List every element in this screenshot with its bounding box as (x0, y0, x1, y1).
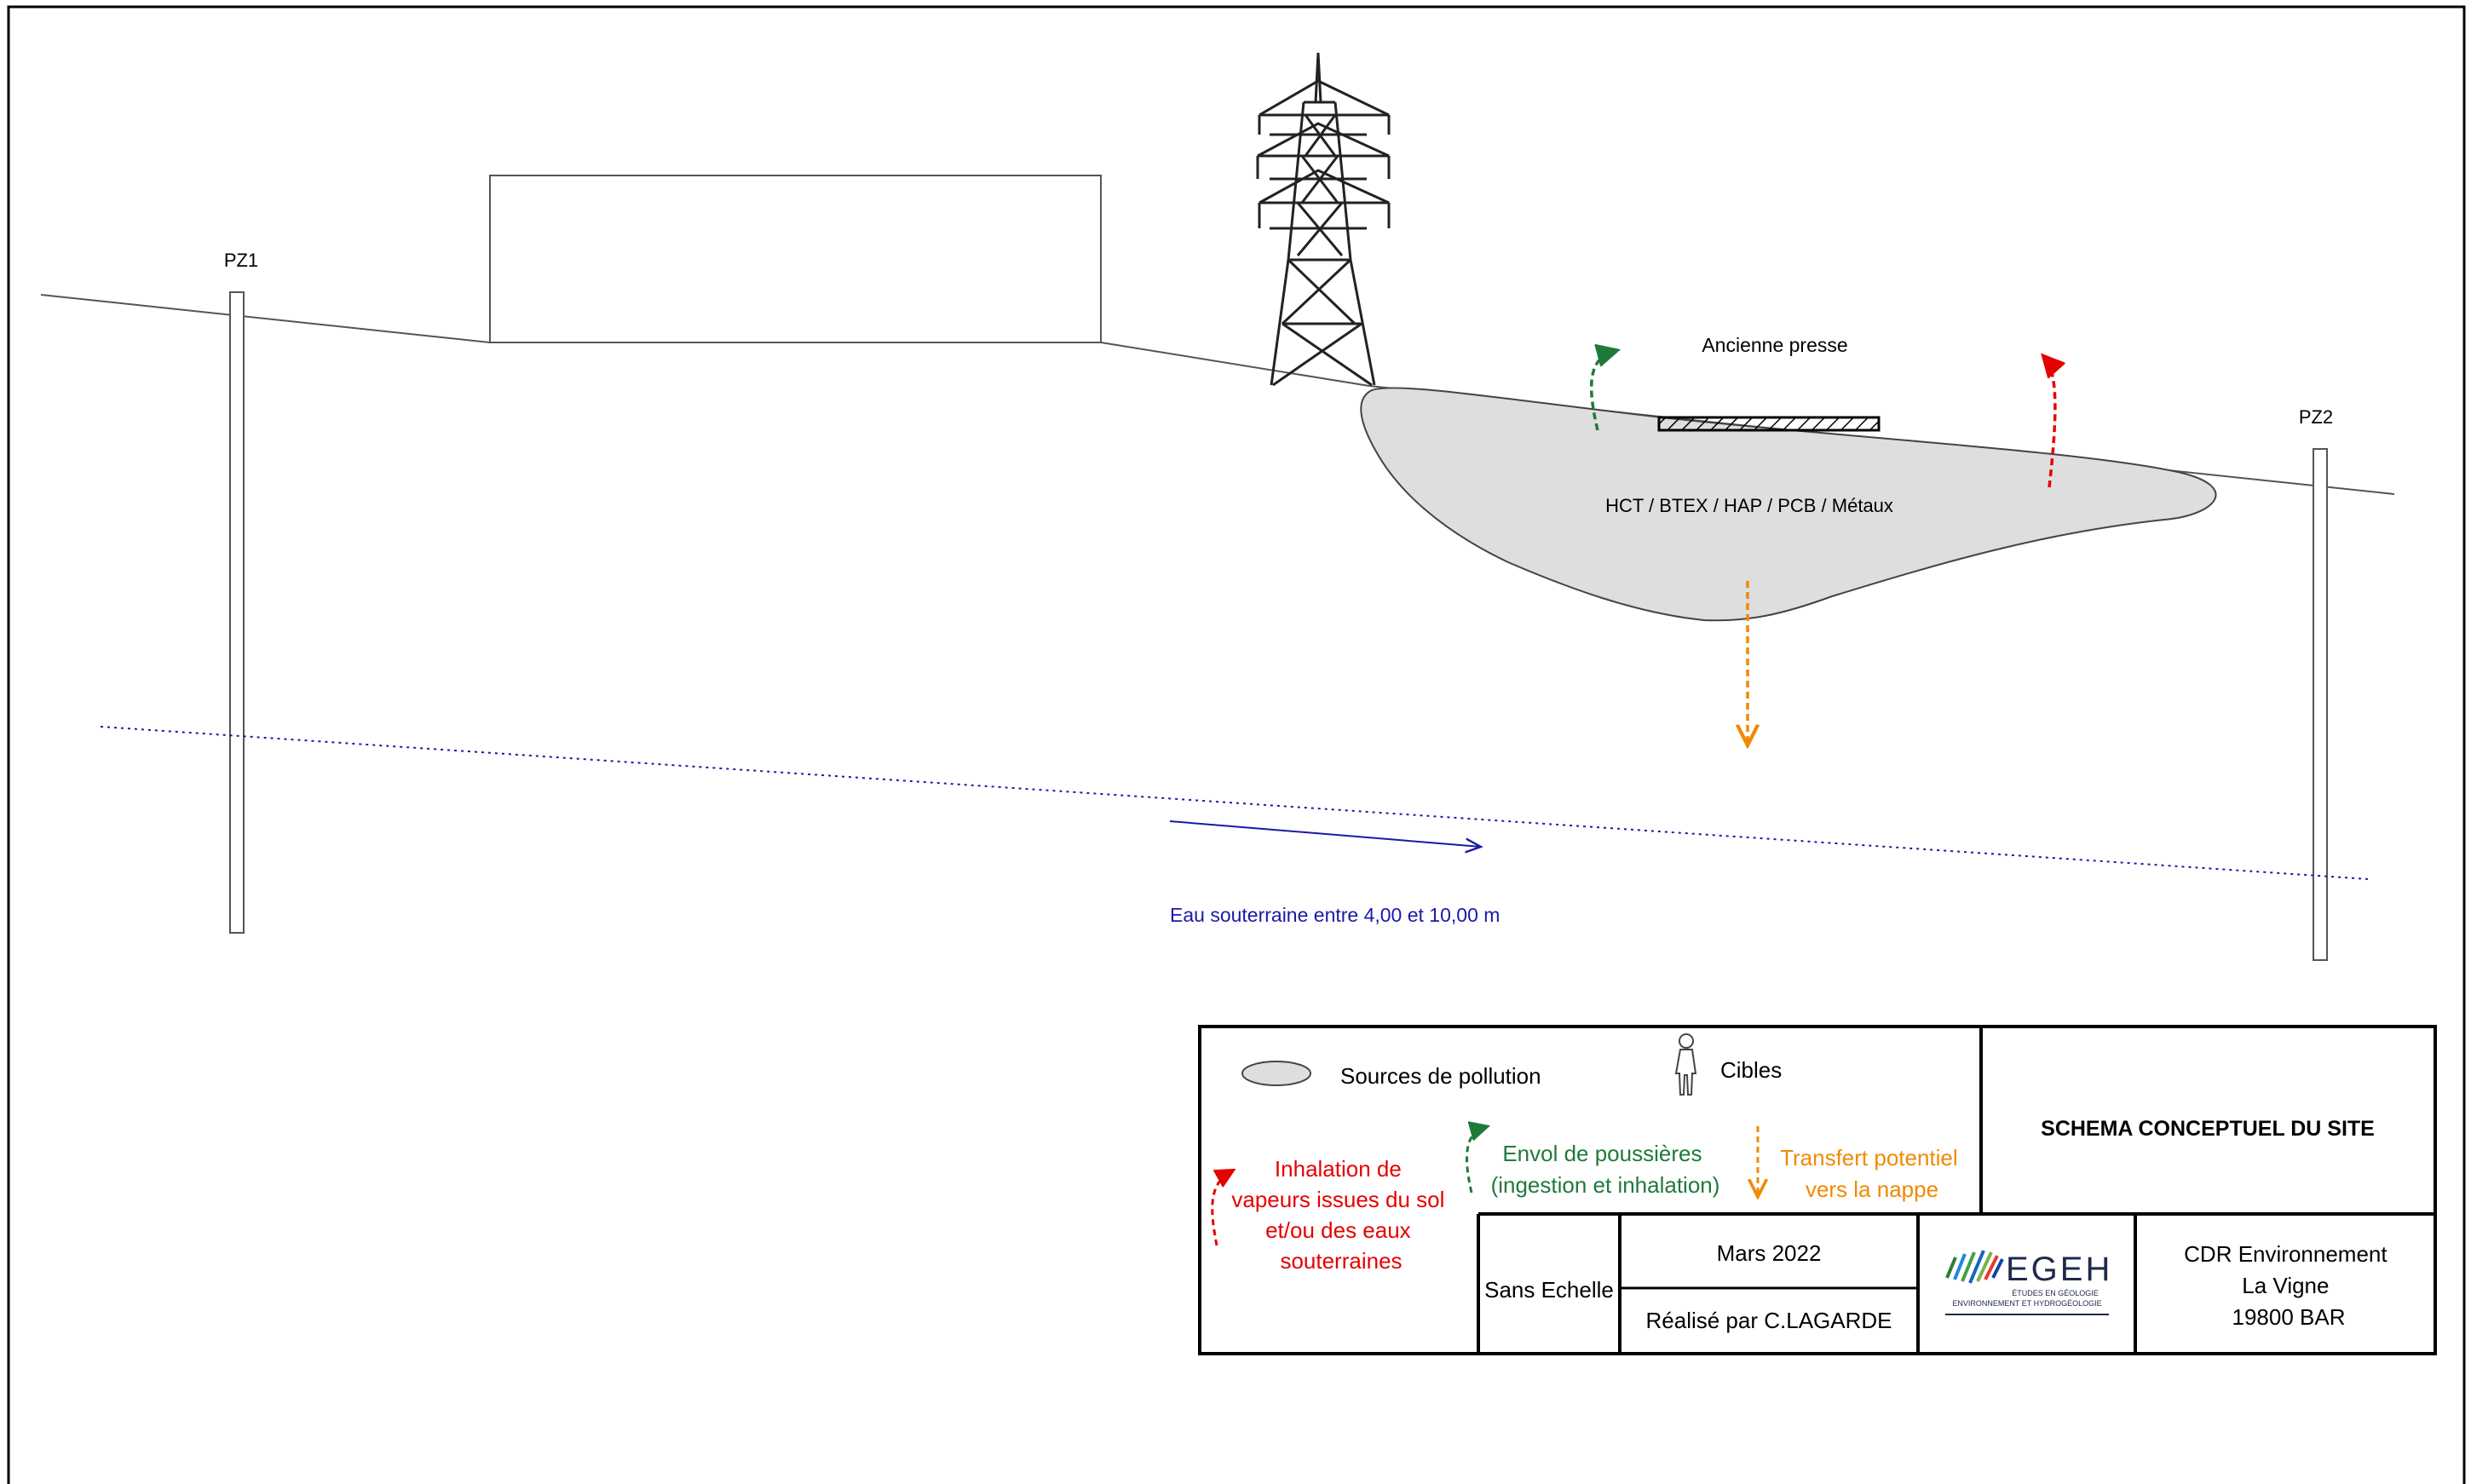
person-target-icon (1674, 1033, 1697, 1096)
diagram-title: SCHEMA CONCEPTUEL DU SITE (2041, 1117, 2375, 1141)
old-press-label: Ancienne presse (1702, 334, 1847, 356)
date-label: Mars 2022 (1717, 1240, 1822, 1266)
legend-sources-label: Sources de pollution (1340, 1063, 1541, 1089)
dust-dispersion-arrow (1589, 351, 1615, 431)
egeh-logo-subtitle-2: ENVIRONNEMENT ET HYDROGÉOLOGIE (1952, 1299, 2101, 1308)
scale-label: Sans Echelle (1484, 1277, 1614, 1303)
well-pz1-label: PZ1 (224, 250, 258, 271)
groundwater-table (100, 726, 2370, 880)
groundwater-flow-arrow (1169, 820, 1481, 847)
egeh-logo-subtitle-1: ÉTUDES EN GÉOLOGIE (2012, 1289, 2099, 1297)
groundwater-label: Eau souterraine entre 4,00 et 10,00 m (1170, 904, 1500, 926)
legend-dust-text: Envol de poussières (ingestion et inhala… (1491, 1141, 1720, 1198)
contaminants-label: HCT / BTEX / HAP / PCB / Métaux (1605, 495, 1893, 516)
page-border (7, 5, 2466, 1484)
client-address: CDR Environnement La Vigne 19800 BAR (2184, 1241, 2393, 1330)
electricity-pylon-icon (1256, 52, 1391, 387)
egeh-logo: EGEH ÉTUDES EN GÉOLOGIE ENVIRONNEMENT ET… (1945, 1250, 2112, 1315)
egeh-logo-text: EGEH (2006, 1251, 2112, 1288)
egeh-logo-mark-icon (1945, 1250, 2004, 1284)
legend-targets-label: Cibles (1720, 1057, 1782, 1083)
legend-transfer-text: Transfert potentiel vers la nappe (1780, 1145, 1964, 1202)
legend-inhalation-arrow (1211, 1171, 1231, 1246)
legend-inhalation-text: Inhalation de vapeurs issues du sol et/o… (1231, 1156, 1450, 1274)
well-pz2 (2313, 448, 2328, 961)
author-label: Réalisé par C.LAGARDE (1646, 1308, 1892, 1333)
legend-dust-arrow (1466, 1127, 1485, 1194)
legend-title-block (1198, 1025, 2437, 1355)
building (489, 175, 1102, 343)
old-press-slab (1657, 416, 1881, 432)
well-pz1 (229, 291, 245, 934)
legend-source-swatch (1241, 1061, 1311, 1086)
vapor-inhalation-arrow (2045, 358, 2055, 488)
well-pz2-label: PZ2 (2299, 406, 2333, 428)
